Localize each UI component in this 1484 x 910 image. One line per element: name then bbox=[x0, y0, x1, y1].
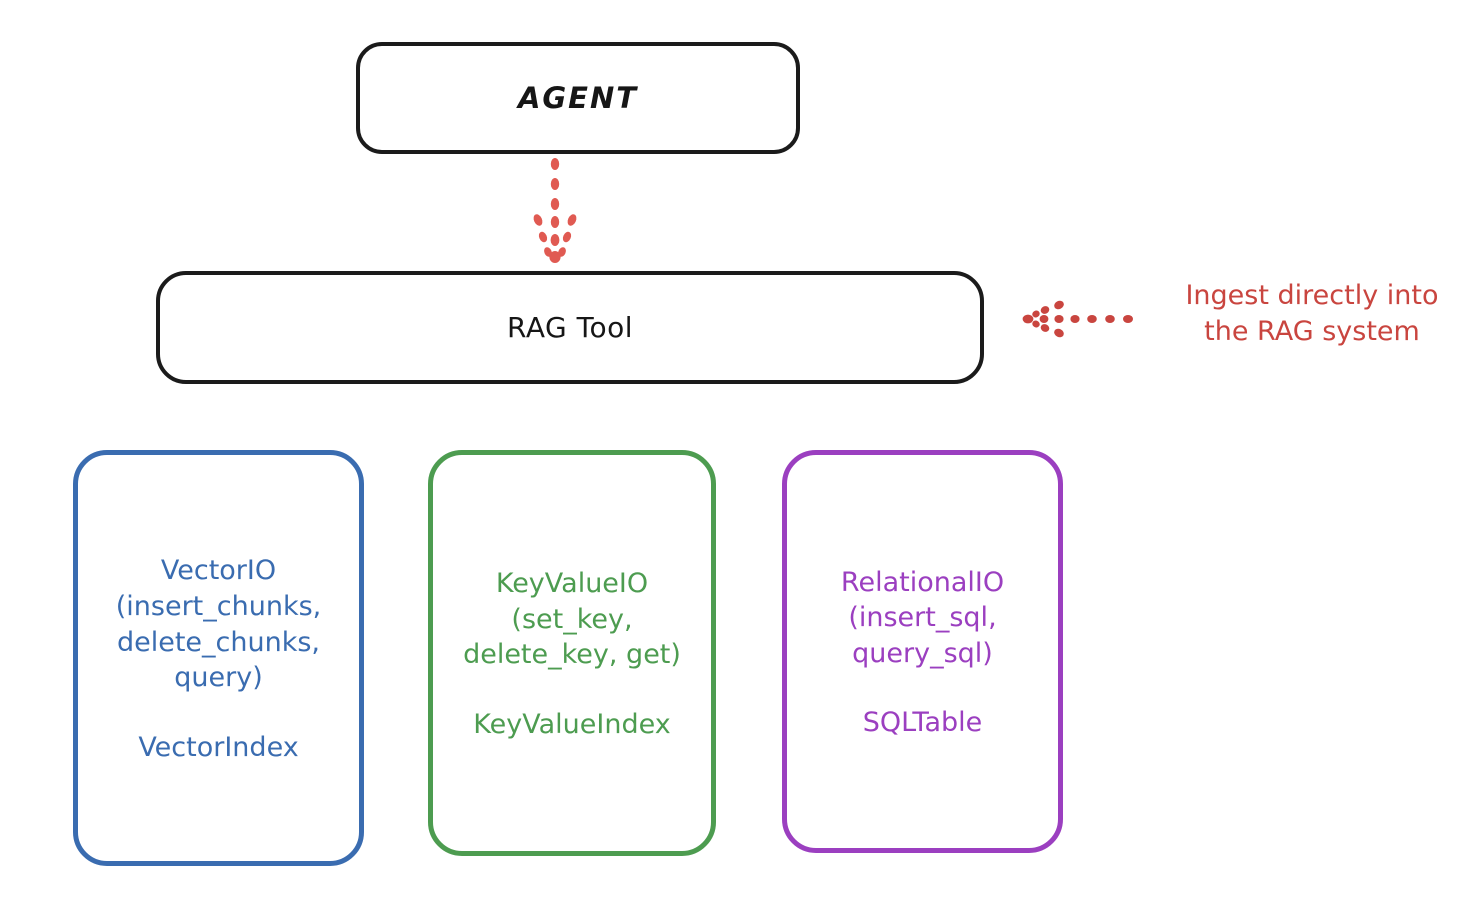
relational-io-interface-label: RelationalIO (insert_sql, query_sql) bbox=[840, 566, 1005, 669]
key-value-io-implementation-label: KeyValueIndex bbox=[473, 708, 671, 740]
ingest-dotted-arrow-icon bbox=[1022, 300, 1133, 338]
agent-node-label: AGENT bbox=[517, 81, 639, 115]
key-value-io-node[interactable]: KeyValueIO (set_key, delete_key, get) Ke… bbox=[428, 450, 716, 856]
relational-io-implementation-label: SQLTable bbox=[862, 707, 983, 739]
agent-node[interactable]: AGENT bbox=[356, 42, 800, 154]
vector-io-interface-label: VectorIO (insert_chunks, delete_chunks, … bbox=[115, 555, 322, 694]
agent-to-rag-dotted-arrow bbox=[533, 158, 577, 263]
ingest-annotation-label: Ingest directly into the RAG system bbox=[1185, 280, 1439, 348]
key-value-io-interface-label: KeyValueIO (set_key, delete_key, get) bbox=[463, 568, 681, 671]
rag-tool-node-label: RAG Tool bbox=[507, 311, 633, 344]
vector-io-implementation-label: VectorIndex bbox=[138, 731, 299, 763]
vector-io-node[interactable]: VectorIO (insert_chunks, delete_chunks, … bbox=[73, 450, 364, 866]
relational-io-node[interactable]: RelationalIO (insert_sql, query_sql) SQL… bbox=[782, 450, 1063, 853]
rag-tool-node[interactable]: RAG Tool bbox=[156, 271, 984, 384]
